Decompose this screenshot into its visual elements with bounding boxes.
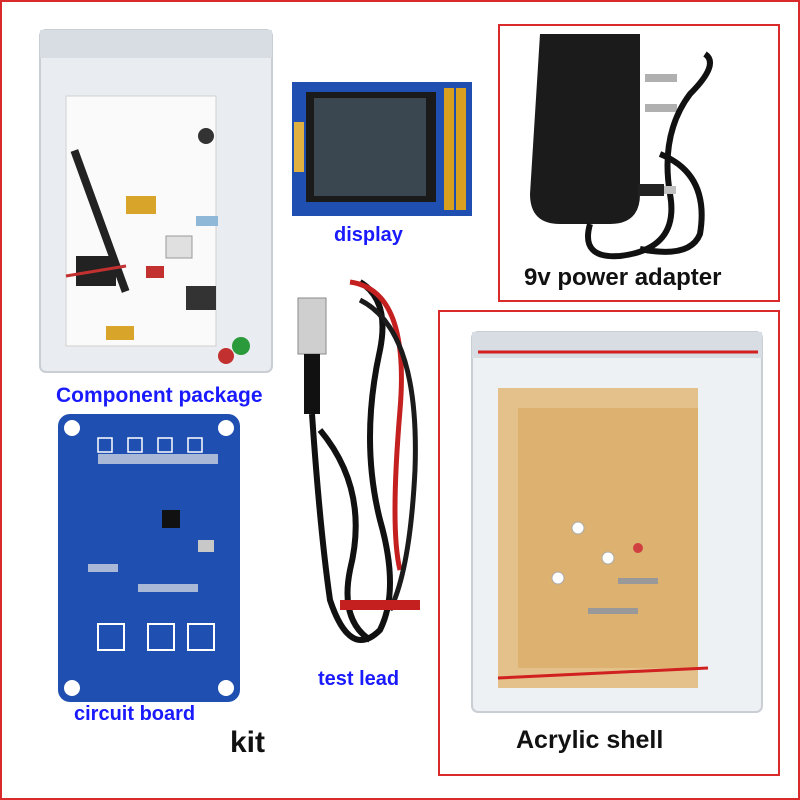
power-adapter-image [530,34,713,260]
shell-frame [438,310,780,776]
adapter-frame [498,24,780,302]
acrylic-shell-image [471,331,763,713]
display-label: display [334,224,403,246]
test-lead-image [297,279,420,643]
circuit-board-image [58,414,240,702]
component-package-label: Component package [56,384,263,407]
power-adapter-label: 9v power adapter [524,264,722,291]
display-image [292,82,472,216]
kit-label: kit [230,726,266,759]
circuit-board-label: circuit board [74,703,196,725]
acrylic-shell-label: Acrylic shell [516,726,664,754]
component-package-image [39,29,273,373]
test-lead-label: test lead [318,668,400,690]
